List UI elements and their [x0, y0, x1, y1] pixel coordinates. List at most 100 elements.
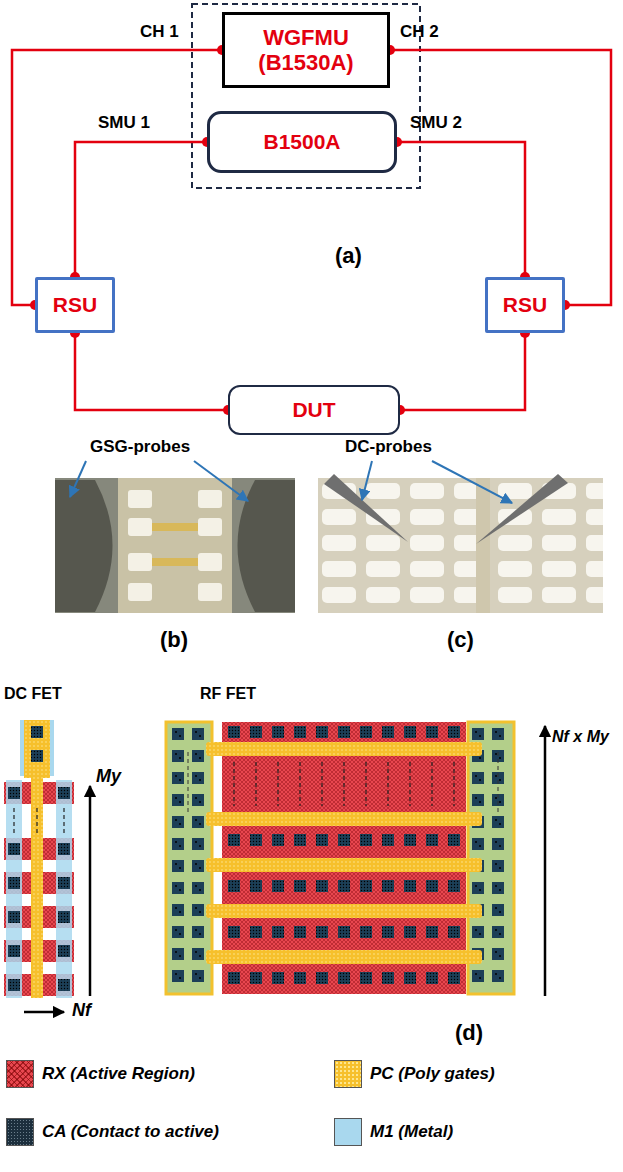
device-title: RF FET: [200, 685, 256, 702]
panel-label-box: (b): [160, 627, 188, 653]
signal-wire: [390, 50, 611, 305]
dc-fet-layout-part: [31, 726, 43, 738]
rf-fet-layout-part: [228, 972, 460, 984]
panel-label: (c): [447, 627, 474, 652]
panel-label-box: (a): [335, 243, 362, 269]
dc-fet-layout-part: [8, 877, 20, 889]
gsg-probe-photo-part: [198, 518, 222, 536]
dc-fet-layout-part: [58, 911, 70, 923]
dc-fet-layout: [4, 720, 90, 1012]
legend-swatch: [6, 1060, 34, 1088]
probe-label-box: GSG-probes: [90, 437, 190, 457]
signal-wire: [400, 333, 525, 410]
channel-label-box: CH 1: [140, 22, 179, 42]
gsg-probe-photo-part: [118, 478, 232, 613]
rf-fet-layout-part: [206, 858, 482, 872]
device-title: DC FET: [4, 685, 62, 702]
dc-probe-photo-part: [476, 478, 490, 613]
rf-fet-layout-part: [206, 742, 482, 756]
pointer-arrow: [194, 461, 248, 501]
gsg-probe-photo-part: [128, 553, 152, 571]
rf-fet-layout: [166, 722, 545, 996]
switch-box: RSU: [485, 277, 565, 333]
panel-label-box: (c): [447, 627, 474, 653]
panel-label: (d): [455, 1020, 483, 1045]
dc-fet-layout-part: [58, 979, 70, 991]
pointer-arrow: [362, 461, 372, 500]
dc-fet-layout-part: [58, 787, 70, 799]
legend-text: PC (Poly gates): [370, 1064, 495, 1084]
probe-label: DC-probes: [345, 437, 432, 456]
legend-swatch: [334, 1118, 362, 1146]
rf-fet-layout-part: [188, 752, 498, 812]
rf-fet-layout-part: [228, 880, 460, 892]
dimension-label-box: Nf x My: [552, 728, 609, 746]
gsg-probe-photo-part: [55, 478, 295, 613]
dc-fet-layout-part: [58, 843, 70, 855]
rf-fet-layout-part: [206, 904, 482, 918]
channel-label: CH 1: [140, 22, 179, 41]
channel-label-box: CH 2: [400, 22, 439, 42]
rf-fet-layout-part: [544, 726, 547, 996]
gsg-probe-photo-part: [198, 490, 222, 508]
rf-fet-layout-part: [234, 762, 454, 806]
rf-fet-layout-part: [472, 728, 504, 984]
dc-fet-layout-part: [24, 1011, 64, 1014]
dimension-label: Nf: [72, 1000, 91, 1020]
dc-probe-photo-part: [476, 474, 568, 544]
rf-fet-layout-part: [228, 726, 460, 738]
dc-fet-layout-part: [8, 787, 20, 799]
gsg-probe-photo-part: [198, 553, 222, 571]
instrument-box: WGFMU (B1530A): [222, 12, 390, 88]
legend-text: CA (Contact to active): [42, 1122, 219, 1142]
rf-fet-layout-part: [206, 950, 482, 964]
rf-fet-layout-part: [228, 834, 460, 846]
instrument-box: B1500A: [207, 111, 397, 173]
dimension-label-box: Nf: [72, 1000, 91, 1021]
gsg-probe-photo-part: [152, 558, 198, 566]
dc-probe-photo-part: [318, 478, 603, 613]
panel-label-box: (d): [455, 1020, 483, 1046]
rf-fet-layout-part: [228, 926, 460, 938]
dc-fet-layout-part: [58, 945, 70, 957]
channel-label: CH 2: [400, 22, 439, 41]
signal-wire: [12, 50, 222, 305]
gsg-probe-photo-part: [128, 518, 152, 536]
dc-fet-layout-part: [8, 979, 20, 991]
signal-wire: [397, 142, 525, 277]
node-label: WGFMU (B1530A): [246, 25, 366, 76]
gsg-probe-photo-part: [128, 583, 152, 601]
gsg-probe-photo-part: [128, 490, 152, 508]
dc-fet-layout-part: [8, 843, 20, 855]
channel-label-box: SMU 1: [98, 113, 150, 133]
dc-probe-photo-part: [318, 478, 603, 613]
channel-label: SMU 1: [98, 113, 150, 132]
dc-fet-layout-part: [14, 808, 64, 836]
device-title-box: DC FET: [4, 685, 62, 703]
node-label: DUT: [292, 398, 335, 422]
gsg-probe-photo: [55, 478, 295, 613]
dc-fet-layout-part: [89, 786, 92, 996]
dc-fet-layout-part: [58, 877, 70, 889]
legend-text: RX (Active Region): [42, 1064, 195, 1084]
panel-label: (b): [160, 627, 188, 652]
dimension-label: Nf x My: [552, 728, 609, 745]
device-title-box: RF FET: [200, 685, 256, 703]
probe-label-box: DC-probes: [345, 437, 432, 457]
pointer-arrow: [432, 461, 512, 503]
dc-probe-photo: [318, 474, 603, 613]
legend-text: M1 (Metal): [370, 1122, 453, 1142]
dc-fet-layout-part: [6, 780, 22, 998]
dc-fet-layout-part: [24, 720, 50, 778]
legend-swatch: [334, 1060, 362, 1088]
gsg-probe-photo-part: [55, 480, 113, 612]
dimension-label: My: [96, 766, 121, 786]
channel-label: SMU 2: [410, 113, 462, 132]
signal-wire: [75, 142, 207, 277]
dc-fet-layout-part: [8, 945, 20, 957]
legend-swatch: [6, 1118, 34, 1146]
